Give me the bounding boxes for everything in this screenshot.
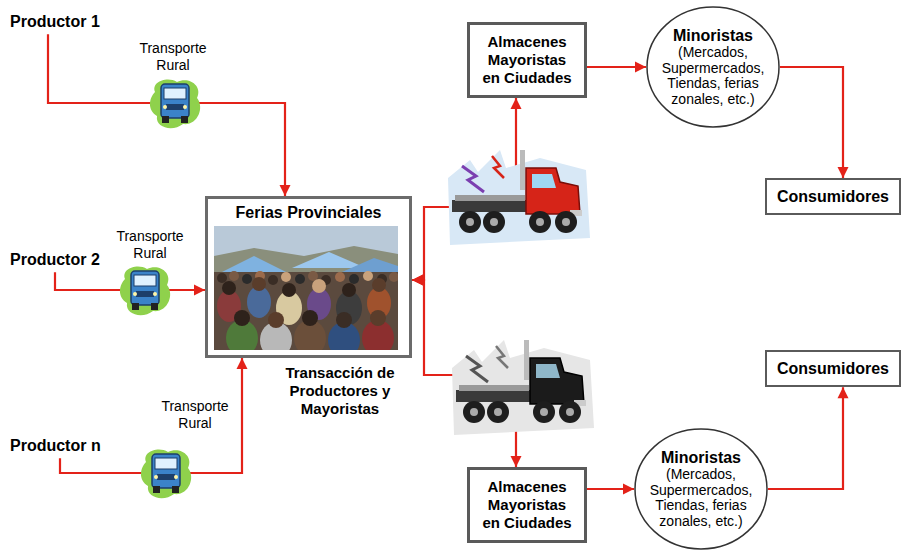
edge-label: Transporte Rural [133, 40, 213, 74]
rural-truck-icon [150, 80, 200, 129]
warehouse-box: Almacenes Mayoristas en Ciudades [467, 467, 587, 543]
arrow-head [838, 387, 849, 398]
arrow-head [511, 98, 522, 109]
arrow-head [623, 484, 634, 495]
flow-line [48, 34, 285, 196]
producer-label: Productor 1 [10, 12, 100, 31]
black-truck [452, 340, 594, 435]
edge-label: Transporte Rural [155, 398, 235, 432]
consumer-box: Consumidores [765, 350, 901, 387]
flow-arrow [587, 62, 646, 73]
box-title: Ferias Provinciales [208, 199, 409, 222]
flow-arrow [587, 484, 634, 495]
market-box: Ferias Provinciales [205, 196, 412, 358]
flow-line [768, 387, 843, 489]
ellipse-text: (Mercados, Supermercados, Tiendas, feria… [659, 45, 767, 107]
arrow-head [237, 358, 248, 369]
consumer-box: Consumidores [765, 178, 901, 215]
edge-label: Transporte Rural [110, 228, 190, 262]
retail-ellipse: Minoristas(Mercados, Supermercados, Tien… [646, 6, 780, 128]
arrow-head [635, 62, 646, 73]
producer-name: Productor n [10, 436, 101, 455]
rural-truck-icon [141, 450, 191, 499]
arrow-head [511, 456, 522, 467]
producer-label: Productor n [10, 436, 101, 455]
warehouse-box: Almacenes Mayoristas en Ciudades [467, 22, 587, 98]
arrow-head [838, 167, 849, 178]
caption-label: Transacción de Productores y Mayoristas [280, 364, 400, 418]
arrow-head [412, 275, 423, 286]
flow-arrow [768, 387, 849, 489]
rural-truck-icon [120, 267, 170, 316]
producer-label: Productor 2 [10, 250, 100, 269]
flow-line [780, 67, 843, 178]
ellipse-text: (Mercados, Supermercados, Tiendas, feria… [647, 467, 755, 529]
market-photo [214, 226, 398, 350]
flow-arrow [48, 34, 291, 196]
box-title: Almacenes Mayoristas en Ciudades [478, 478, 576, 532]
box-title: Consumidores [777, 187, 889, 206]
arrow-head [412, 275, 423, 286]
producer-name: Productor 1 [10, 12, 100, 31]
retail-ellipse: Minoristas(Mercados, Supermercados, Tien… [634, 428, 768, 550]
red-truck [448, 150, 590, 245]
flow-arrow [780, 67, 849, 178]
arrow-head [280, 185, 291, 196]
ellipse-text: Minoristas [673, 27, 753, 45]
box-title: Consumidores [777, 359, 889, 378]
ellipse-text: Minoristas [661, 449, 741, 467]
arrow-head [194, 285, 205, 296]
producer-name: Productor 2 [10, 250, 100, 269]
box-title: Almacenes Mayoristas en Ciudades [478, 33, 576, 87]
